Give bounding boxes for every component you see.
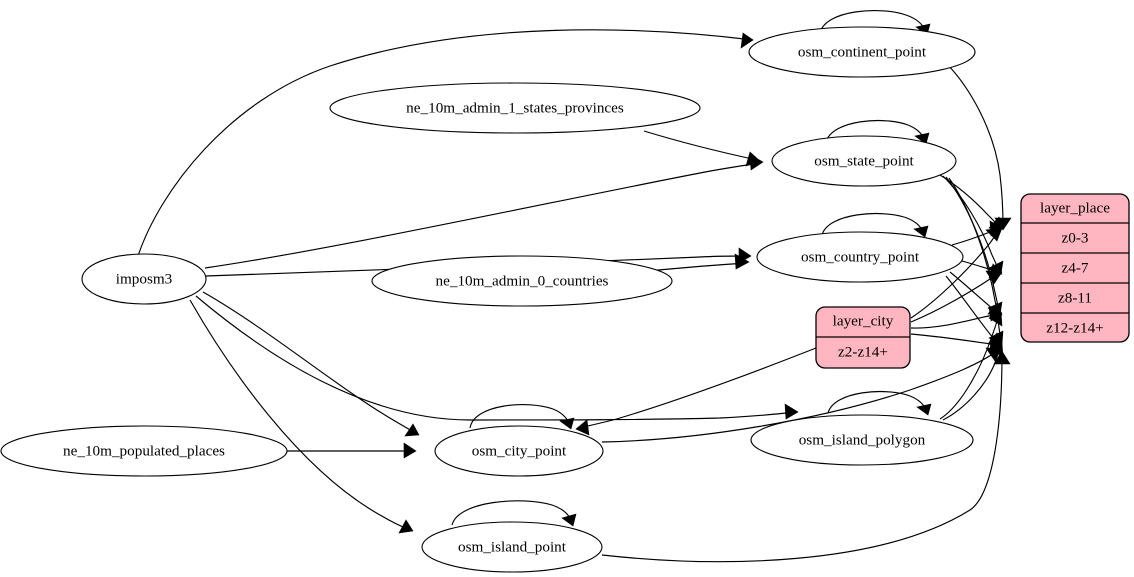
node-osm-state-point[interactable]: osm_state_point [771, 135, 957, 187]
arrowhead [985, 270, 1003, 285]
edge-imposm3-to-osm-island-point [189, 299, 411, 531]
arrowhead [993, 350, 1011, 365]
node-shape-osm-country-point[interactable] [756, 231, 964, 283]
arrowhead [398, 519, 414, 534]
arrowhead [559, 417, 575, 430]
node-ne-10m-admin-0-countries[interactable]: ne_10m_admin_0_countries [371, 255, 673, 307]
edge-layer [137, 10, 1012, 563]
node-imposm3[interactable]: imposm3 [81, 253, 207, 305]
record-layer-place[interactable]: layer_place z0-3 z4-7 z8-11 z12-z14+ [1020, 193, 1130, 343]
arrowhead [403, 442, 417, 459]
arrowhead [988, 311, 1003, 327]
node-ne-10m-populated-places[interactable]: ne_10m_populated_places [0, 425, 288, 477]
node-shape-osm-island-polygon[interactable] [750, 414, 974, 466]
arrowhead [913, 225, 929, 238]
edge-layer-city-to-layer-place-z12-z14 [910, 333, 1000, 346]
edge-osm-continent-point-to-layer-place-z0-3 [946, 63, 1004, 227]
edge-imposm3-to-osm-state-point [204, 162, 761, 269]
node-shape-ne-countries[interactable] [371, 255, 673, 307]
node-ne-10m-admin-1-states-provinces[interactable]: ne_10m_admin_1_states_provinces [329, 82, 701, 134]
node-shape-osm-city-point[interactable] [434, 425, 604, 477]
node-osm-island-point[interactable]: osm_island_point [421, 521, 603, 573]
node-shape-imposm3[interactable] [81, 253, 207, 305]
arrowhead [985, 227, 1003, 242]
edge-imposm3-to-osm-island-polygon [195, 295, 796, 421]
node-shape-osm-continent-point[interactable] [748, 26, 976, 78]
node-osm-island-polygon[interactable]: osm_island_polygon [750, 414, 974, 466]
self-loop-osm-island-point [451, 500, 573, 526]
arrowhead [916, 403, 932, 416]
edge-imposm3-to-osm-city-point [202, 291, 417, 434]
arrowhead [914, 132, 930, 145]
edge-imposm3-to-osm-continent-point [137, 29, 754, 257]
arrowhead [745, 151, 761, 167]
edge-osm-island-point-to-layer-place-z12-z14 [601, 354, 1003, 563]
edge-osm-city-point-to-layer-place-z12-z14 [601, 349, 999, 443]
arrowhead [561, 513, 577, 527]
arrowhead [784, 403, 799, 420]
edge-ne-states-to-osm-state-point [643, 130, 758, 161]
node-shape-osm-state-point[interactable] [771, 135, 957, 187]
node-osm-city-point[interactable]: osm_city_point [434, 425, 604, 477]
node-osm-continent-point[interactable]: osm_continent_point [748, 26, 976, 78]
node-layer: imposm3 ne_10m_admin_1_states_provinces … [0, 26, 976, 573]
arrowhead [985, 347, 1002, 362]
node-shape-ne-states[interactable] [329, 82, 701, 134]
arrowhead [404, 423, 420, 437]
self-loop-osm-city-point [469, 404, 571, 429]
arrowhead [734, 253, 750, 270]
record-box-layer-place[interactable] [1020, 193, 1130, 343]
node-shape-ne-populated[interactable] [0, 425, 288, 477]
record-layer-city[interactable]: layer_city z2-z14+ [815, 306, 911, 369]
arrowhead [740, 32, 754, 49]
edge-ne-countries-to-osm-country-point [647, 262, 747, 272]
edge-layer-city-to-osm-city-point [578, 347, 817, 429]
arrowhead [575, 419, 590, 436]
node-shape-osm-island-point[interactable] [421, 521, 603, 573]
node-osm-country-point[interactable]: osm_country_point [756, 231, 964, 283]
